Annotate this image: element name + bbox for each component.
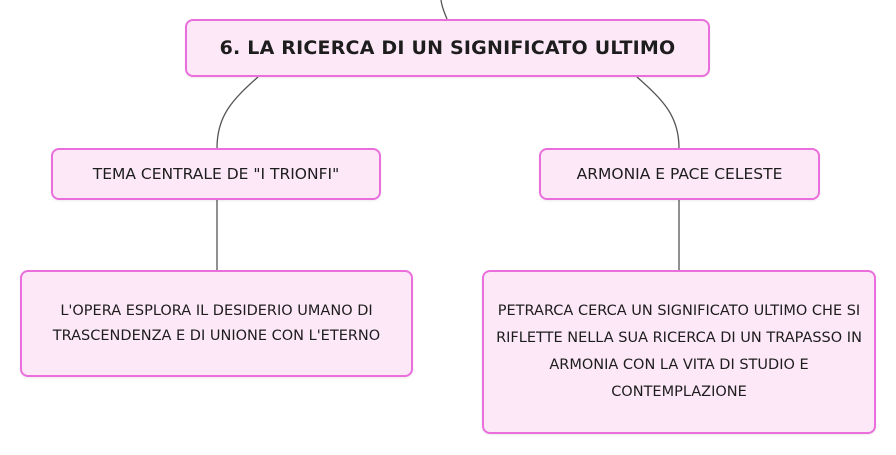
connector-incoming-root [440,0,448,20]
topic-label-root: 6. LA RICERCA DI UN SIGNIFICATO ULTIMO [219,37,676,59]
topic-node-tema-centrale[interactable]: TEMA CENTRALE DE "I TRIONFI" [51,148,381,200]
topic-node-root[interactable]: 6. LA RICERCA DI UN SIGNIFICATO ULTIMO [185,19,710,77]
connector-root-to-left [216,76,259,149]
topic-label-opera-detail: L'OPERA ESPLORA IL DESIDERIO UMANO DI TR… [52,302,381,344]
connector-root-to-right [636,76,680,149]
topic-node-petrarca-detail[interactable]: PETRARCA CERCA UN SIGNIFICATO ULTIMO CHE… [482,270,876,434]
topic-label-tema-centrale: TEMA CENTRALE DE "I TRIONFI" [92,165,340,183]
topic-label-petrarca-detail: PETRARCA CERCA UN SIGNIFICATO ULTIMO CHE… [496,303,862,400]
topic-label-armonia: ARMONIA E PACE CELESTE [576,165,783,183]
topic-node-opera-detail[interactable]: L'OPERA ESPLORA IL DESIDERIO UMANO DI TR… [20,270,413,377]
topic-node-armonia[interactable]: ARMONIA E PACE CELESTE [539,148,820,200]
